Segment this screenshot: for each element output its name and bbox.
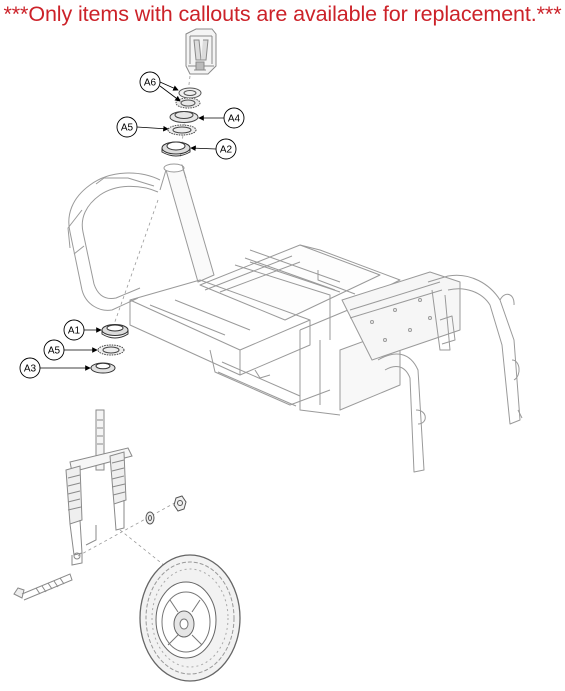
bearing-a2 (161, 141, 191, 157)
replacement-notice: ***Only items with callouts are availabl… (3, 2, 562, 26)
main-frame (67, 163, 523, 473)
bearing-a4-upper (175, 97, 201, 109)
svg-text:A5: A5 (121, 123, 134, 134)
svg-text:A4: A4 (228, 114, 241, 125)
svg-text:A3: A3 (24, 364, 37, 375)
callout-leaders (40, 81, 224, 371)
front-wheel (139, 554, 241, 682)
callout-a5-top: A5 (116, 116, 138, 138)
axle-bolt (13, 573, 73, 601)
svg-text:A5: A5 (48, 346, 61, 357)
bearing-a1 (101, 324, 129, 339)
axle-washer (145, 511, 155, 525)
svg-text:A1: A1 (68, 326, 81, 337)
svg-text:A6: A6 (144, 78, 157, 89)
front-fork (65, 409, 133, 566)
axle-nut (173, 495, 187, 512)
bearing-a4 (169, 111, 199, 123)
callout-a1: A1 (63, 319, 85, 341)
callout-a6: A6 (139, 71, 161, 93)
bearing-a5-lower (97, 344, 125, 356)
fork-head-top (185, 28, 217, 75)
svg-text:A2: A2 (220, 145, 233, 156)
callout-a3: A3 (19, 357, 41, 379)
callout-a2: A2 (215, 138, 237, 160)
bearing-a6 (178, 87, 202, 99)
bearing-a3 (90, 362, 116, 374)
callout-a5-bottom: A5 (43, 339, 65, 361)
callout-a4: A4 (223, 107, 245, 129)
bearing-a5-top (167, 124, 197, 136)
